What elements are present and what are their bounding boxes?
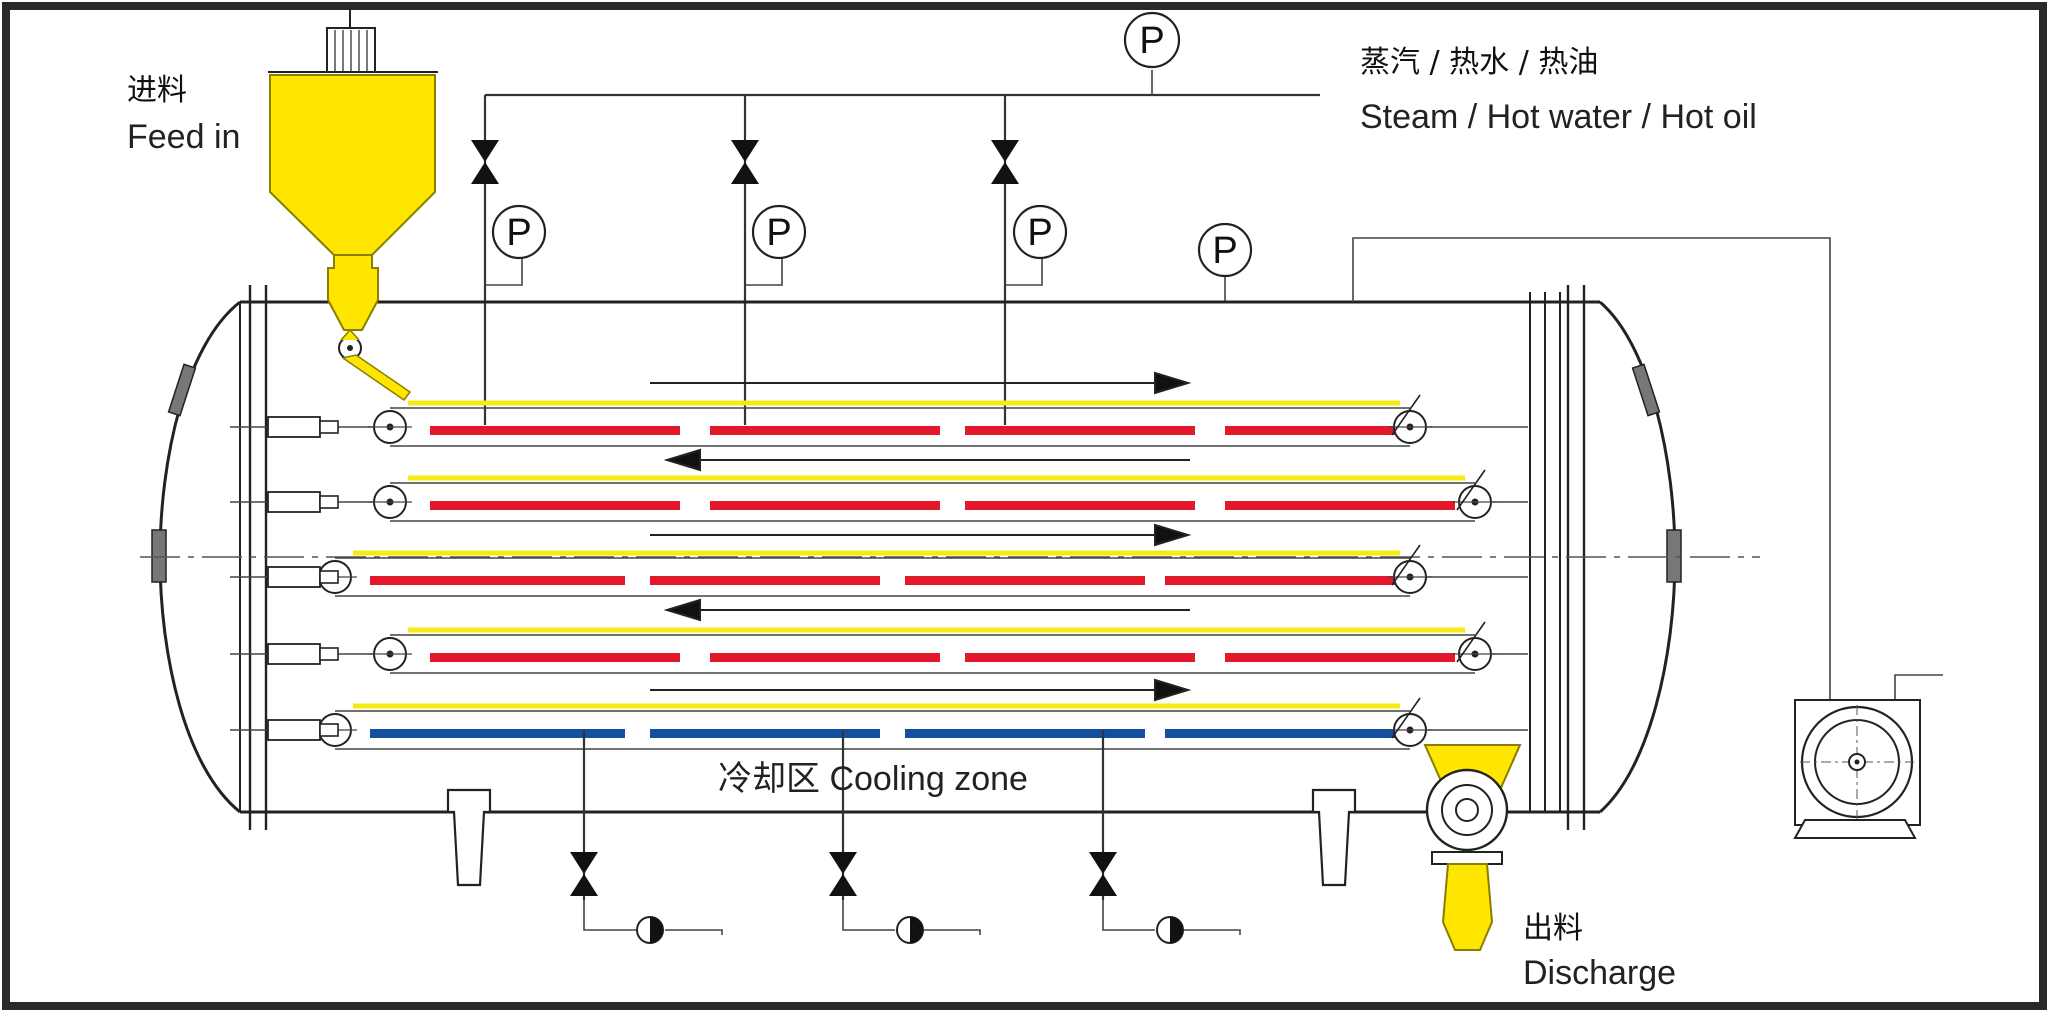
heating-plate bbox=[430, 426, 680, 435]
belt-conveyor-layers bbox=[230, 394, 1528, 750]
heating-plate bbox=[430, 501, 680, 510]
feed-in-label-cn: 进料 bbox=[127, 73, 187, 108]
scraper bbox=[1391, 394, 1421, 436]
cooling-zone-label: 冷却区 Cooling zone bbox=[718, 760, 1028, 798]
discharge-unit bbox=[1400, 744, 1522, 951]
gauge-label: P bbox=[1027, 212, 1052, 254]
drive-coupling bbox=[319, 420, 339, 434]
cooling-plate bbox=[650, 729, 880, 738]
heating-plate bbox=[370, 576, 625, 585]
valve-icon bbox=[731, 140, 759, 184]
scraper bbox=[1456, 469, 1486, 511]
drive-coupling bbox=[319, 647, 339, 661]
heating-plate bbox=[430, 653, 680, 662]
cooling-plate bbox=[1165, 729, 1395, 738]
valve-icon bbox=[991, 140, 1019, 184]
drive-motor-icon bbox=[267, 566, 321, 588]
pressure-gauge-icon: P bbox=[485, 204, 547, 286]
drive-motor-icon bbox=[267, 719, 321, 741]
discharge-label-cn: 出料 bbox=[1523, 911, 1583, 946]
vacuum-pump-icon bbox=[1793, 674, 1943, 839]
scraper bbox=[1391, 544, 1421, 586]
steam-trap-icon bbox=[896, 916, 924, 944]
heating-plate bbox=[965, 501, 1195, 510]
heating-plate bbox=[965, 426, 1195, 435]
valve-icon bbox=[1089, 852, 1117, 896]
gauge-label: P bbox=[506, 212, 531, 254]
heating-plate bbox=[965, 653, 1195, 662]
heating-plate bbox=[710, 501, 940, 510]
gauge-label: P bbox=[1139, 20, 1164, 62]
drive-coupling bbox=[319, 570, 339, 584]
scraper bbox=[1391, 697, 1421, 739]
heating-plate bbox=[905, 576, 1145, 585]
hopper-icon bbox=[268, 8, 438, 402]
heating-plate bbox=[710, 653, 940, 662]
flow-arrows bbox=[650, 371, 1192, 702]
pressure-gauge-icon: P bbox=[1123, 11, 1181, 69]
steam-label-en: Steam / Hot water / Hot oil bbox=[1360, 98, 1757, 136]
pressure-gauge-icon: P bbox=[745, 204, 807, 286]
pressure-gauge-icon: P bbox=[1197, 222, 1253, 302]
steam-trap-icon bbox=[636, 916, 664, 944]
heating-plate bbox=[1225, 653, 1455, 662]
gauge-label: P bbox=[1212, 230, 1237, 272]
heating-plate bbox=[710, 426, 940, 435]
valve-icon bbox=[570, 852, 598, 896]
valve-icon bbox=[471, 140, 499, 184]
heating-plate bbox=[1225, 426, 1395, 435]
heating-plate bbox=[1225, 501, 1455, 510]
discharge-label-en: Discharge bbox=[1523, 954, 1676, 992]
drive-motor-icon bbox=[267, 416, 321, 438]
drive-coupling bbox=[319, 495, 339, 509]
cooling-plate bbox=[905, 729, 1145, 738]
drive-motor-icon bbox=[267, 643, 321, 665]
drive-motor-icon bbox=[267, 491, 321, 513]
pressure-gauge-icon: P bbox=[1005, 204, 1068, 286]
drive-coupling bbox=[319, 723, 339, 737]
support-legs bbox=[446, 788, 1357, 887]
steam-label-cn: 蒸汽 / 热水 / 热油 bbox=[1360, 45, 1598, 80]
gauge-label: P bbox=[766, 212, 791, 254]
feed-in-label-en: Feed in bbox=[127, 118, 240, 156]
steam-trap-icon bbox=[1156, 916, 1184, 944]
cooling-plate bbox=[370, 729, 625, 738]
valve-icon bbox=[829, 852, 857, 896]
heating-plate bbox=[650, 576, 880, 585]
vacuum-line bbox=[1352, 237, 1831, 705]
heating-plate bbox=[1165, 576, 1395, 585]
scraper bbox=[1456, 621, 1486, 663]
